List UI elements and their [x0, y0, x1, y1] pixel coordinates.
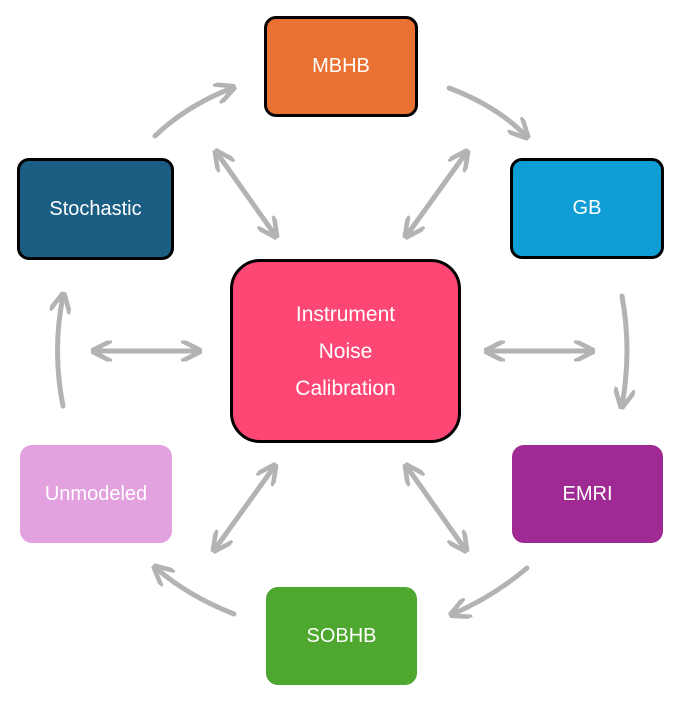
mbhb-node: MBHB: [264, 16, 418, 117]
center-label-line-1: Instrument: [295, 302, 396, 326]
emri-node: EMRI: [512, 445, 663, 543]
unmodeled-label: Unmodeled: [44, 482, 148, 505]
arrow-sobhb-to-unmodeled: [156, 568, 237, 617]
emri-label: EMRI: [562, 482, 613, 505]
center-label-line-3: Calibration: [295, 376, 396, 400]
arrow-emri-to-sobhb: [453, 565, 530, 614]
sobhb-label: SOBHB: [306, 624, 377, 647]
instrument-noise-calibration-node: Instrument Noise Calibration: [230, 259, 461, 443]
arrow-mbhb-to-gb: [446, 85, 526, 136]
stochastic-label: Stochastic: [49, 197, 142, 220]
sobhb-node: SOBHB: [266, 587, 417, 685]
gb-label: GB: [572, 197, 602, 219]
arrow-center-mbhb: [217, 153, 275, 235]
arrow-center-gb: [407, 153, 466, 235]
mbhb-label: MBHB: [312, 55, 370, 77]
arrow-gb-to-emri: [622, 293, 627, 405]
center-label-line-2: Noise: [318, 339, 373, 363]
arrow-center-unmodeled: [215, 467, 274, 549]
unmodeled-node: Unmodeled: [20, 445, 172, 543]
arrow-stochastic-to-mbhb: [152, 88, 232, 139]
arrow-unmodeled-to-stochastic: [58, 296, 64, 409]
arrow-center-emri: [407, 467, 465, 549]
gb-node: GB: [510, 158, 664, 259]
stochastic-node: Stochastic: [17, 158, 174, 260]
